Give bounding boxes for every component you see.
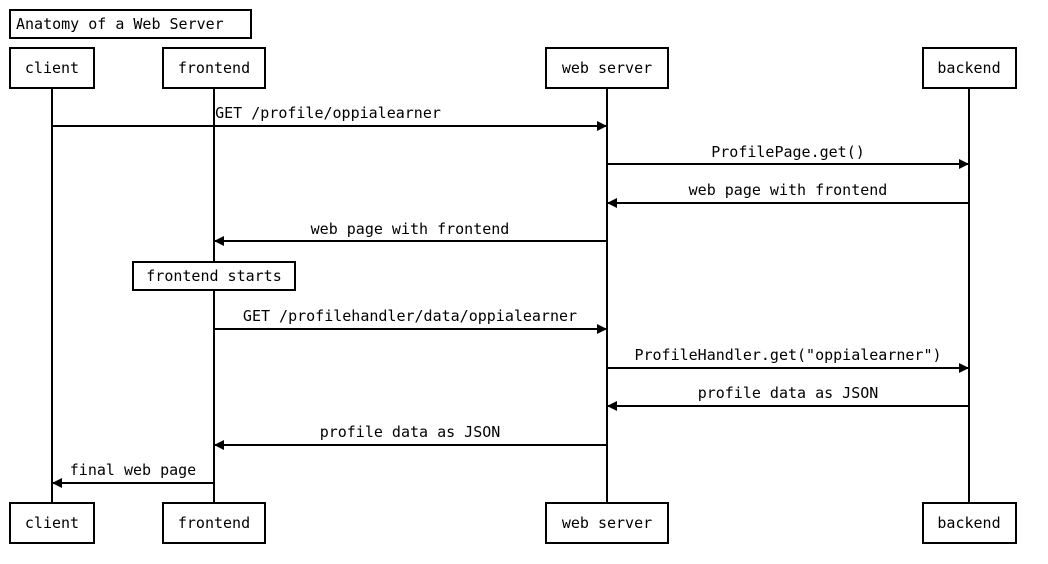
diagram-title: Anatomy of a Web Server xyxy=(9,9,252,39)
participant-backend-label: backend xyxy=(937,59,1000,77)
note-frontend-starts-label: frontend starts xyxy=(146,267,281,285)
message-9-label: final web page xyxy=(70,461,196,479)
message-3-label: web page with frontend xyxy=(689,181,888,199)
participant-webserver-bottom: web server xyxy=(545,502,669,544)
participant-frontend-label: frontend xyxy=(178,59,250,77)
participant-backend-top: backend xyxy=(922,47,1017,89)
message-9: final web page xyxy=(52,461,214,488)
participant-client-bottom: client xyxy=(9,502,95,544)
message-4: web page with frontend xyxy=(214,220,607,246)
note-frontend-starts: frontend starts xyxy=(132,261,296,291)
participant-client-top: client xyxy=(9,47,95,89)
message-3: web page with frontend xyxy=(607,181,969,208)
participant-webserver-label-bottom: web server xyxy=(562,514,652,532)
message-8: profile data as JSON xyxy=(214,423,607,450)
message-7-label: profile data as JSON xyxy=(698,384,879,402)
message-2: ProfilePage.get() xyxy=(607,143,969,169)
message-1: GET /profile/oppialearner xyxy=(52,104,607,131)
message-7: profile data as JSON xyxy=(607,384,969,411)
participant-webserver-label: web server xyxy=(562,59,652,77)
participant-backend-bottom: backend xyxy=(922,502,1017,544)
participant-frontend-bottom: frontend xyxy=(162,502,266,544)
message-1-label: GET /profile/oppialearner xyxy=(215,104,441,122)
participant-backend-label-bottom: backend xyxy=(937,514,1000,532)
participant-frontend-label-bottom: frontend xyxy=(178,514,250,532)
message-6-label: ProfileHandler.get("oppialearner") xyxy=(634,346,941,364)
message-4-label: web page with frontend xyxy=(311,220,510,238)
participant-frontend-top: frontend xyxy=(162,47,266,89)
message-5: GET /profilehandler/data/oppialearner xyxy=(214,307,607,334)
participant-client-label: client xyxy=(25,59,79,77)
message-5-label: GET /profilehandler/data/oppialearner xyxy=(243,307,577,325)
participant-webserver-top: web server xyxy=(545,47,669,89)
message-6: ProfileHandler.get("oppialearner") xyxy=(607,346,969,373)
message-2-label: ProfilePage.get() xyxy=(711,143,865,161)
diagram-title-text: Anatomy of a Web Server xyxy=(16,15,224,33)
message-8-label: profile data as JSON xyxy=(320,423,501,441)
participant-client-label-bottom: client xyxy=(25,514,79,532)
